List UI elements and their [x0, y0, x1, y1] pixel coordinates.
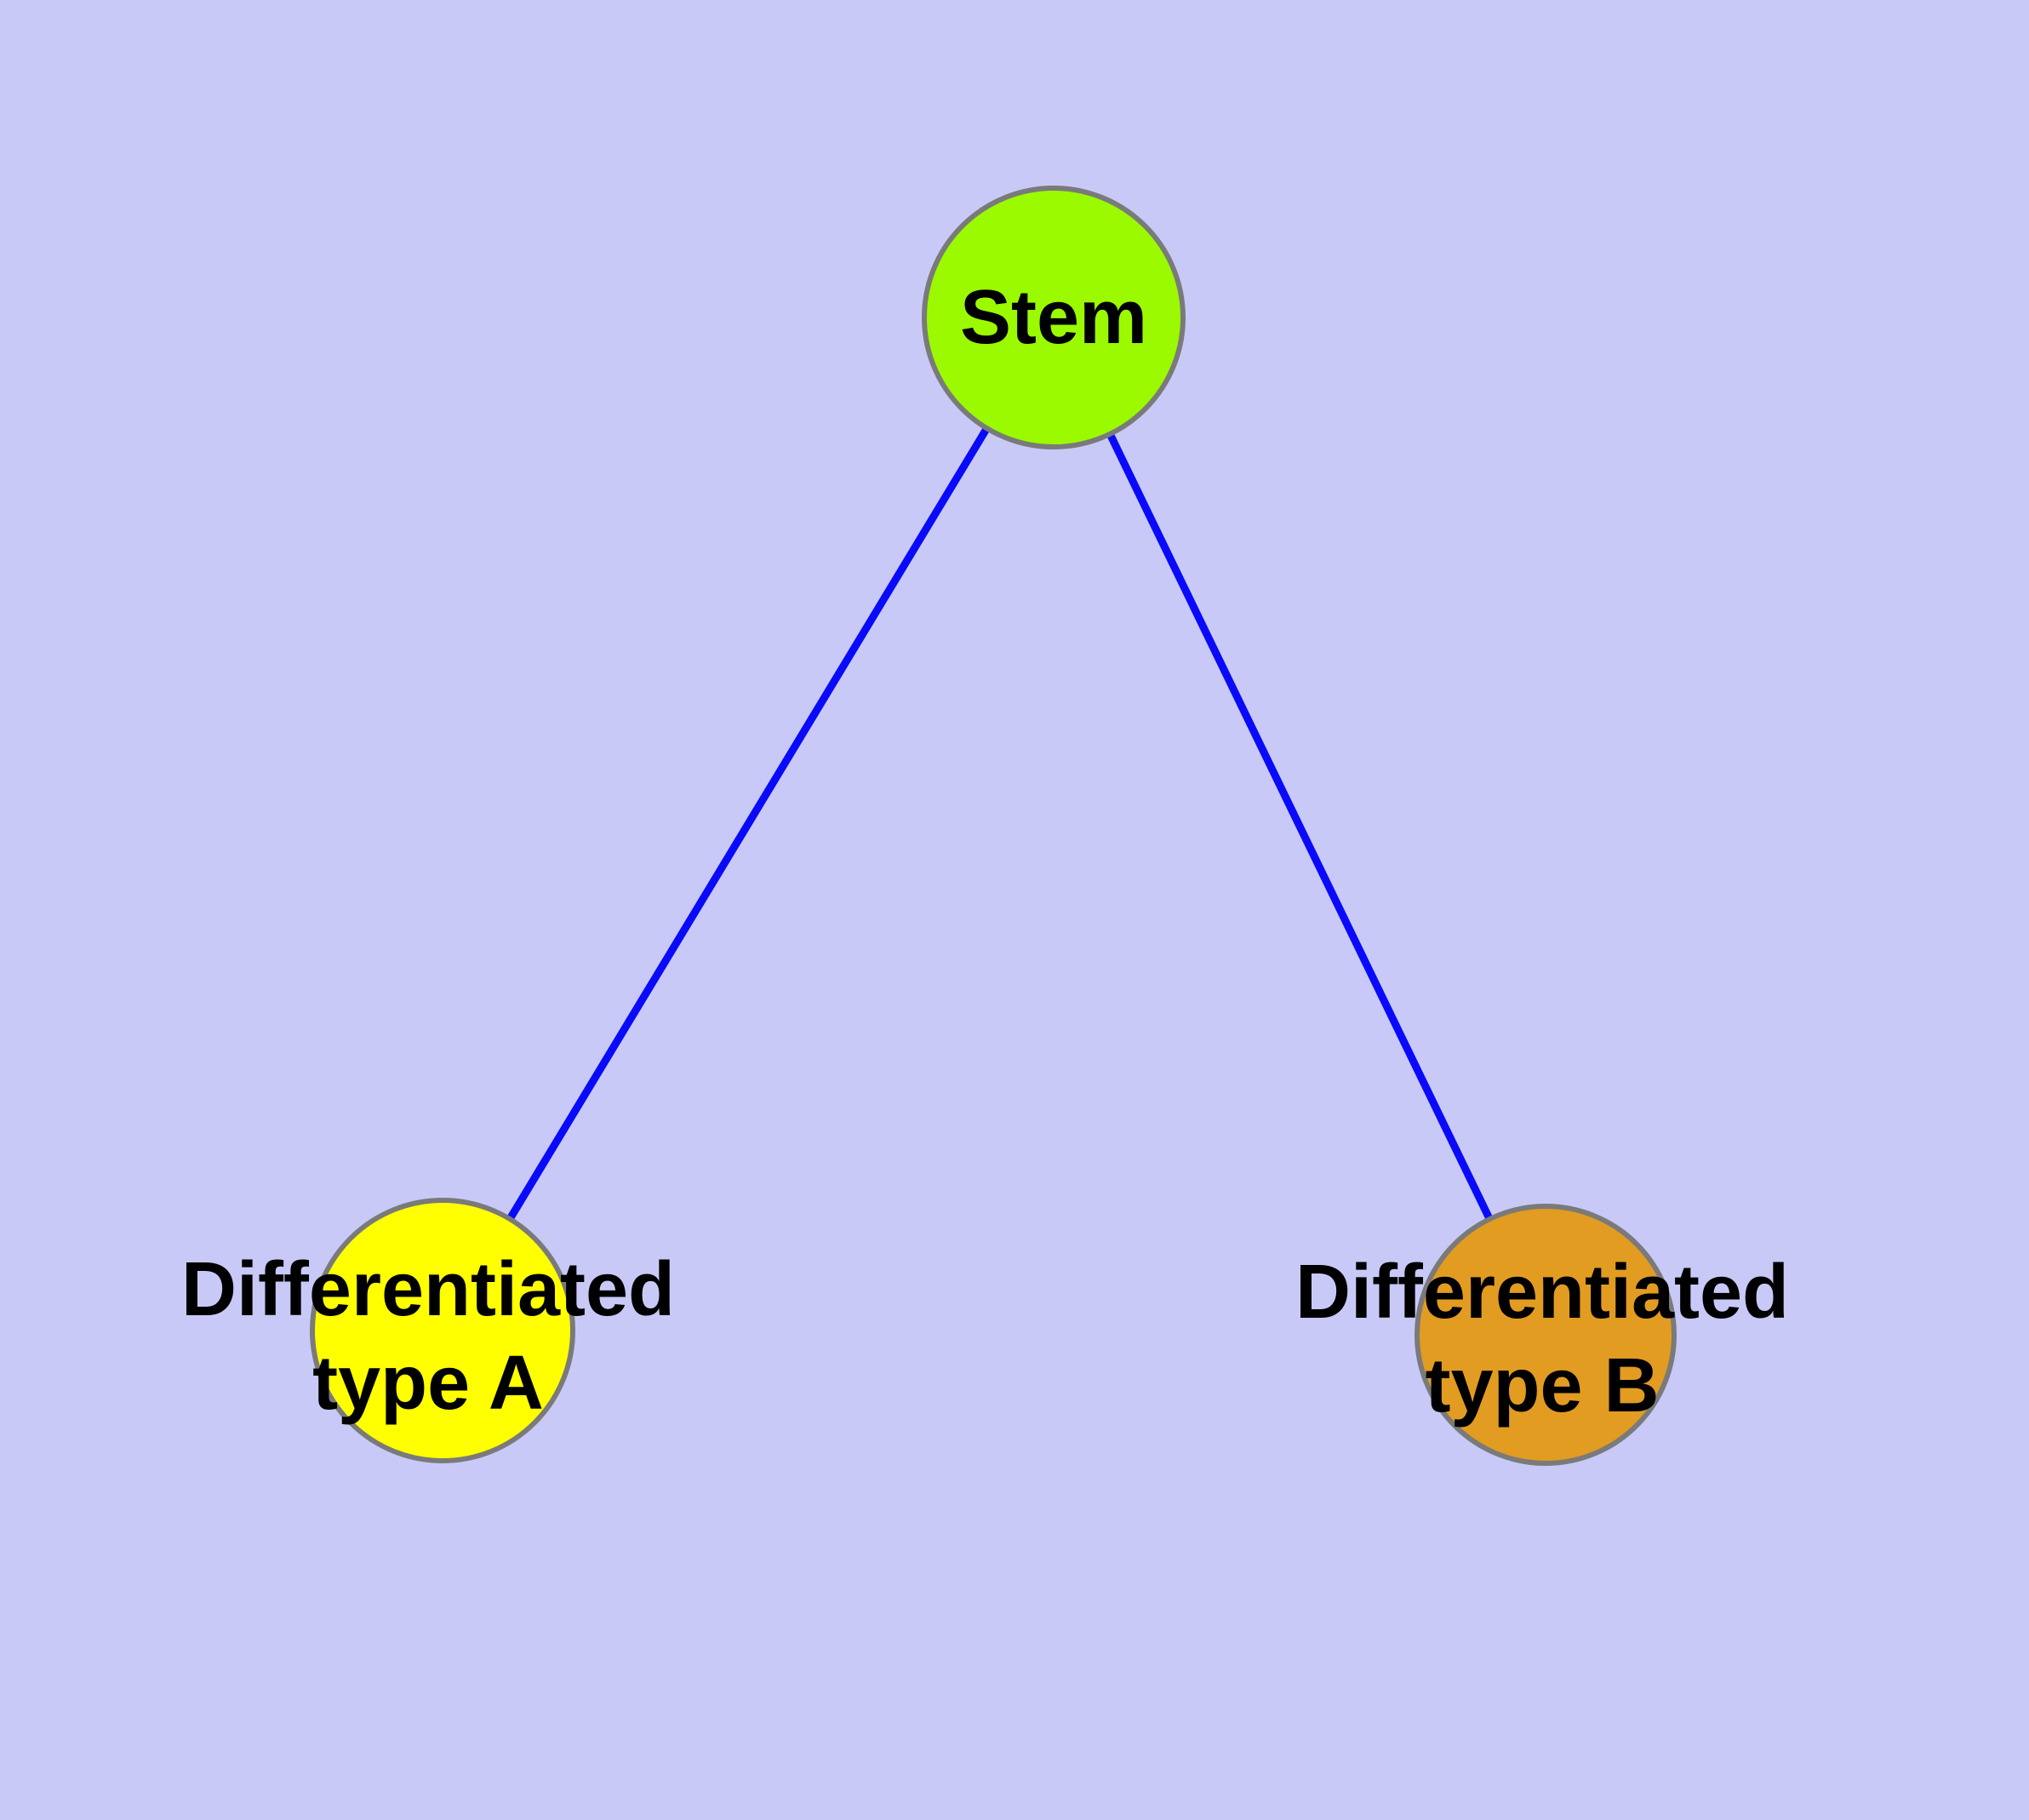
type-b-node-label-line1: Differentiated: [1295, 1250, 1789, 1335]
type-a-node-label-line2: type A: [312, 1341, 544, 1426]
stem-node-label: Stem: [960, 275, 1147, 360]
edge-stem-to-type-b: [1049, 316, 1550, 1336]
node-differentiated-type-a: [310, 1198, 575, 1463]
node-differentiated-type-b: [1415, 1204, 1677, 1466]
edge-stem-to-type-a: [439, 315, 1057, 1333]
type-b-node-label-line2: type B: [1425, 1343, 1659, 1428]
node-stem: [922, 186, 1186, 449]
type-a-node-label-line1: Differentiated: [181, 1247, 675, 1332]
